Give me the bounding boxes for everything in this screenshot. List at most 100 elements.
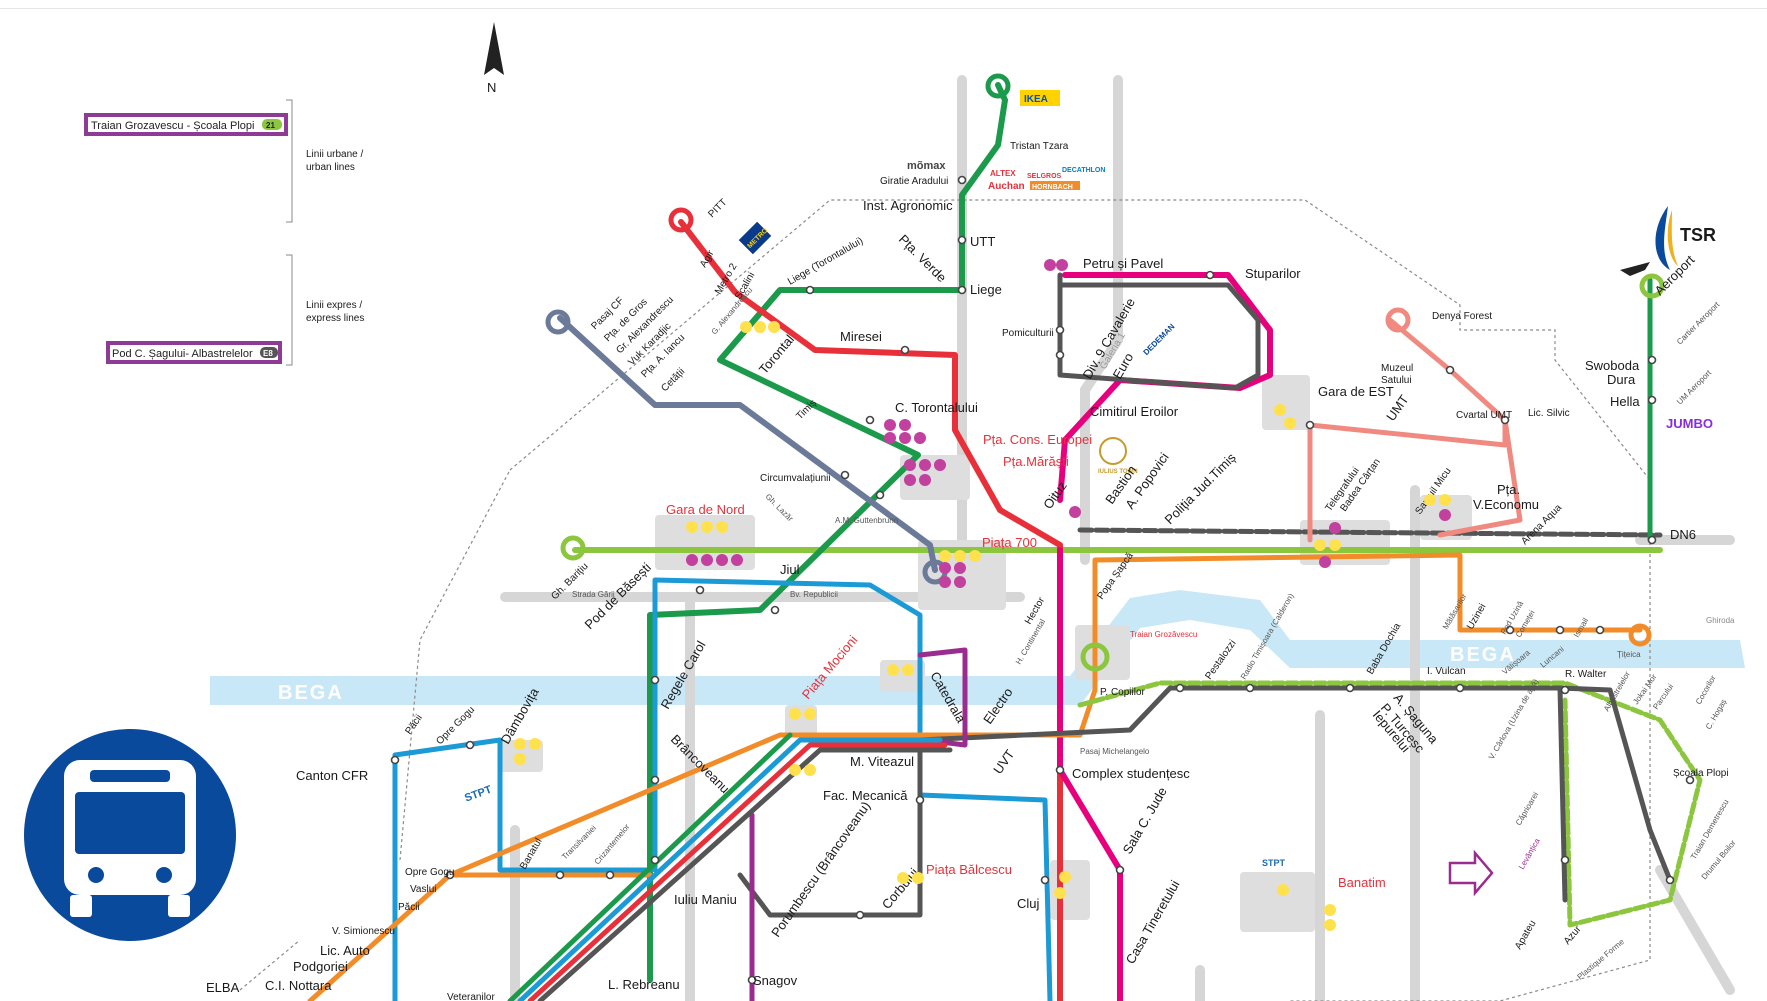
label-uzinei: Uzinei [1465, 602, 1488, 632]
line-magenta [1057, 272, 1273, 1001]
iulius-logo [1099, 437, 1127, 465]
label-pacii: Păcii [403, 713, 424, 737]
legend-express-label-2: express lines [306, 313, 364, 324]
label-apateu: Apateu [1513, 919, 1538, 952]
label-hella: Hella [1610, 394, 1640, 409]
label-opre-gogu: Opre Gogu [434, 704, 477, 747]
transit-lines [307, 82, 1703, 1001]
label-bv-republicii: Bv. Republicii [790, 590, 838, 599]
label-corbului: Corbului [879, 865, 922, 912]
label-porumbescu: Porumbescu (Brâncoveanu) [768, 799, 873, 940]
label-politia: Poliția Jud.Timiș [1162, 450, 1240, 528]
hornbach-logo: HORNBACH [1032, 184, 1073, 191]
label-uvt: UVT [990, 747, 1017, 777]
altex-logo: ALTEX [990, 169, 1016, 178]
terminal-pasaj-cf [545, 309, 571, 335]
label-crizantemelor: Crizantemelor [593, 822, 632, 866]
line-gray-diag [537, 747, 953, 1001]
label-cimitirul: Cimitirul Eroilor [1090, 404, 1179, 419]
line-darkgray-dn6 [1077, 527, 1663, 538]
label-ci-nottara: C.I. Nottara [265, 978, 332, 993]
hub-gara-nord [655, 515, 755, 570]
label-c-torontalului: C. Torontalului [895, 400, 978, 415]
stops [390, 175, 1695, 985]
label-liege: Liege [970, 282, 1002, 297]
label-piata700: Piața 700 [982, 535, 1037, 550]
legend-express-sample [106, 341, 282, 364]
label-um-aeroport: UM Aeroport [1675, 368, 1714, 407]
label-m-viteazul: M. Viteazul [850, 754, 914, 769]
arrow-icon [1448, 849, 1494, 897]
line-green [647, 82, 1008, 983]
label-scoala-plopi: Școala Plopi [1673, 768, 1729, 779]
label-inst-agronomic: Inst. Agronomic [863, 198, 953, 213]
tsr-text: TSR [1680, 225, 1716, 245]
terminal-gh-baritiu [560, 535, 586, 561]
line-blue [392, 577, 1053, 1001]
label-iuliu-maniu: Iuliu Maniu [674, 892, 737, 907]
label-gara-nord: Gara de Nord [666, 502, 745, 517]
label-gh-lazar: Gh. Lazăr [764, 492, 795, 523]
legend-urban-sample [84, 113, 288, 136]
label-lic-auto: Lic. Auto [320, 943, 370, 958]
line-darkgray-loop [1057, 272, 1261, 391]
label-elba: ELBA [206, 980, 240, 995]
label-levantica: Levănțica [1517, 836, 1542, 871]
label-oituz: Oituz [1040, 478, 1070, 511]
road-calea-lipovei [1080, 75, 1123, 565]
label-cluj: Cluj [1017, 896, 1040, 911]
label-azur: Azur [1562, 924, 1584, 947]
label-strada-garii: Strada Gării [572, 590, 615, 599]
label-swoboda-1: Swoboda [1585, 358, 1640, 373]
label-i-vulcan: I. Vulcan [1427, 666, 1466, 677]
label-circumvalatiunii: Circumvalațiunii [760, 473, 831, 484]
iulius-text: IULIUS TOWN [1098, 469, 1138, 475]
label-pasaj-michelangelo: Pasaj Michelangelo [1080, 747, 1150, 756]
line-lightgreen-south [1077, 680, 1703, 928]
label-snagov: Snagov [753, 973, 798, 988]
label-c-hogas: C. Hogaș [1704, 698, 1728, 731]
line-red [678, 219, 1063, 1001]
label-vaslui: Vaslui [410, 884, 437, 895]
label-swoboda-2: Dura [1607, 372, 1636, 387]
label-plastique: Plastique Forme [1576, 937, 1627, 982]
label-v-simionescu: V. Simionescu [332, 926, 395, 937]
label-traian-grozavescu: Traian Grozăvescu [1130, 630, 1197, 639]
decathlon-logo: DECATHLON [1062, 167, 1105, 174]
north-arrow: N [484, 22, 504, 95]
label-pacii-2: Păcii [398, 902, 420, 913]
label-l-rebreanu: L. Rebreanu [608, 977, 680, 992]
hub-gara-est [1262, 375, 1310, 430]
label-petru-pavel: Petru și Pavel [1083, 256, 1163, 271]
river-bega: BEGA BEGA [210, 590, 1745, 705]
line-badges [514, 259, 1451, 931]
label-pestalozzi: Pestalozzi [1203, 638, 1238, 682]
legend-urban-text: Traian Grozavescu - Școala Plopi [91, 120, 254, 132]
selgros-logo: SELGROS [1027, 173, 1062, 180]
dedeman-logo: DEDEMAN [1142, 322, 1177, 357]
legend-urban-label-2: urban lines [306, 162, 355, 173]
label-opre-gogu-2: Opre Gogu [405, 867, 454, 878]
ikea-logo: IKEA [1024, 94, 1048, 105]
label-casa-tineretului: Casa Tineretului [1123, 878, 1183, 967]
label-denya: Denya Forest [1432, 311, 1492, 322]
line-slate [557, 315, 938, 573]
terminal-aeroport [1639, 273, 1665, 299]
stpt-logo-west: STPT [463, 784, 494, 805]
terminals [545, 73, 1665, 672]
auchan-logo: Auchan [988, 181, 1025, 192]
label-dn6: DN6 [1670, 527, 1696, 542]
line-green-diag [507, 732, 793, 1001]
river-label-east: BEGA [1450, 644, 1516, 666]
legend-express-text: Pod C. Șagului- Albastrelelor [112, 348, 253, 360]
momax-logo: mõmax [907, 160, 946, 172]
label-cetatii: Cetății [659, 366, 687, 394]
label-r-walter: R. Walter [1565, 669, 1607, 680]
legend-urban-label-1: Linii urbane / [306, 149, 363, 160]
airplane-icon [1620, 262, 1650, 276]
label-muzeul-2: Satului [1381, 375, 1412, 386]
river-label-west: BEGA [278, 682, 344, 704]
line-red-diag [527, 742, 948, 1001]
label-piata-balcescu: Piața Bălcescu [926, 862, 1012, 877]
line-orange [307, 552, 1643, 1001]
